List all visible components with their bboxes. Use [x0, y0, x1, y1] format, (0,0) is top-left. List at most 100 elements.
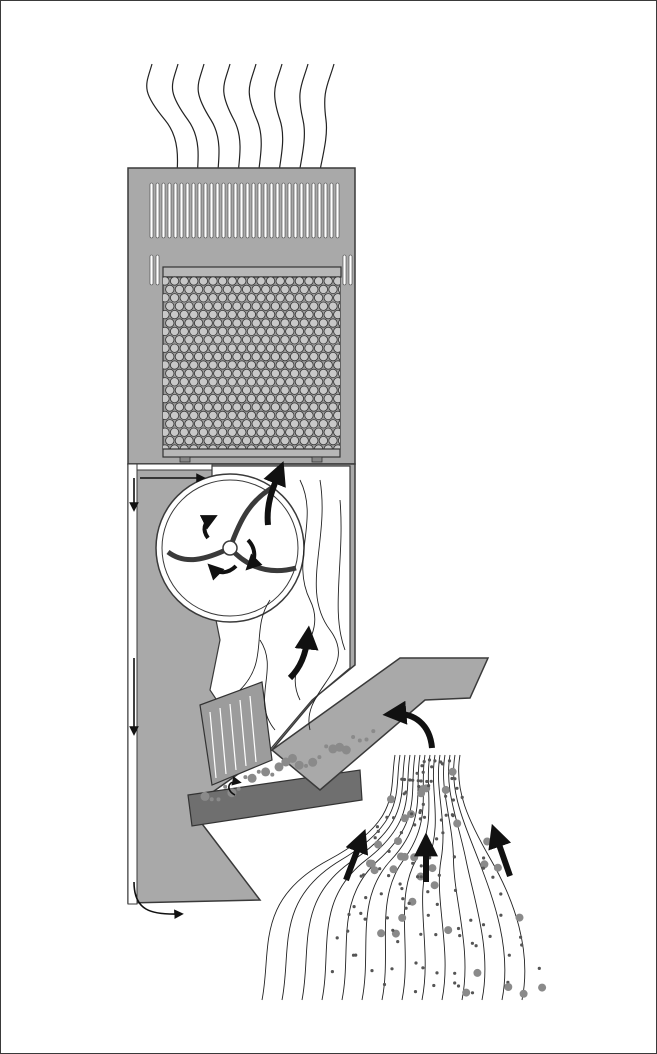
grille-hole	[266, 277, 274, 285]
particle-dot-icon	[378, 867, 381, 870]
grille-hole	[166, 369, 174, 377]
grille-hole	[271, 285, 279, 293]
particle-dot-icon	[331, 970, 334, 973]
grille-hole	[262, 420, 270, 428]
grille-hole	[218, 428, 226, 436]
particle-dot-icon	[423, 760, 426, 763]
grille-hole	[271, 336, 279, 344]
particle-dot-icon	[417, 785, 420, 788]
particle-dot-icon	[390, 967, 393, 970]
particle-dot-icon	[401, 897, 404, 900]
grille-hole	[199, 327, 207, 335]
grille-hole	[218, 378, 226, 386]
grille-hole	[252, 369, 260, 377]
grille-hole	[310, 285, 318, 293]
grille-hole	[199, 277, 207, 285]
grille-hole	[305, 344, 313, 352]
grille-hole	[300, 386, 308, 394]
grille-hole	[295, 277, 303, 285]
grille-hole	[305, 310, 313, 318]
particle-dot-icon	[387, 874, 390, 877]
grille-hole	[257, 310, 265, 318]
particle-dot-icon	[516, 914, 524, 922]
particle-dot-icon	[420, 779, 423, 782]
grille-hole	[314, 378, 322, 386]
particle-dot-icon	[391, 929, 394, 932]
particle-dot-icon	[210, 797, 214, 801]
grille-hole	[238, 361, 246, 369]
particle-dot-icon	[438, 874, 441, 877]
grille-hole	[314, 327, 322, 335]
grille-hole	[314, 411, 322, 419]
grille-hole	[290, 436, 298, 444]
grille-hole	[290, 336, 298, 344]
grille-hole	[214, 285, 222, 293]
grille-hole	[185, 420, 193, 428]
grille-hole	[194, 369, 202, 377]
grille-hole	[257, 294, 265, 302]
grille-hole	[238, 294, 246, 302]
particle-dot-icon	[398, 914, 406, 922]
particle-dot-icon	[400, 887, 403, 890]
grille-hole	[233, 369, 241, 377]
grille-hole	[324, 327, 332, 335]
grille-hole	[170, 327, 178, 335]
grille-hole	[266, 310, 274, 318]
grille-hole	[295, 361, 303, 369]
filter-bottom-rail	[163, 449, 340, 457]
vent-slot	[240, 183, 243, 238]
particle-dot-icon	[377, 929, 385, 937]
grille-hole	[218, 361, 226, 369]
grille-hole	[166, 319, 174, 327]
grille-hole	[252, 302, 260, 310]
grille-hole	[223, 420, 231, 428]
grille-hole	[319, 319, 327, 327]
grille-hole	[180, 411, 188, 419]
grille-hole	[204, 386, 212, 394]
particle-dot-icon	[421, 966, 424, 969]
vent-slot	[306, 183, 309, 238]
particle-dot-icon	[376, 825, 379, 828]
grille-hole	[266, 411, 274, 419]
grille-hole	[262, 352, 270, 360]
grille-hole	[199, 344, 207, 352]
grille-hole	[214, 436, 222, 444]
grille-hole	[266, 428, 274, 436]
particle-dot-icon	[420, 875, 423, 878]
grille-hole	[209, 310, 217, 318]
grille-hole	[223, 319, 231, 327]
grille-hole	[324, 411, 332, 419]
grille-hole	[194, 403, 202, 411]
grille-hole	[194, 319, 202, 327]
grille-hole	[257, 394, 265, 402]
grille-hole	[175, 420, 183, 428]
particle-dot-icon	[410, 853, 418, 861]
particle-dot-icon	[371, 866, 379, 874]
particle-dot-icon	[405, 907, 408, 910]
grille-hole	[209, 327, 217, 335]
grille-hole	[252, 420, 260, 428]
grille-hole	[233, 436, 241, 444]
grille-hole	[218, 277, 226, 285]
grille-hole	[310, 352, 318, 360]
grille-hole	[199, 378, 207, 386]
vent-slot	[228, 183, 231, 238]
particle-dot-icon	[444, 926, 452, 934]
particle-dot-icon	[520, 943, 523, 946]
grille-hole	[185, 403, 193, 411]
grille-hole	[319, 436, 327, 444]
particle-dot-icon	[457, 927, 460, 930]
grille-hole	[170, 344, 178, 352]
grille-hole	[276, 378, 284, 386]
grille-hole	[305, 428, 313, 436]
particle-dot-icon	[489, 935, 492, 938]
particle-dot-icon	[346, 930, 349, 933]
vent-slot	[168, 183, 171, 238]
grille-hole	[204, 319, 212, 327]
grille-hole	[300, 319, 308, 327]
grille-hole	[286, 394, 294, 402]
grille-hole	[290, 285, 298, 293]
particle-dot-icon	[383, 983, 386, 986]
grille-hole	[190, 310, 198, 318]
vent-slot	[222, 183, 225, 238]
